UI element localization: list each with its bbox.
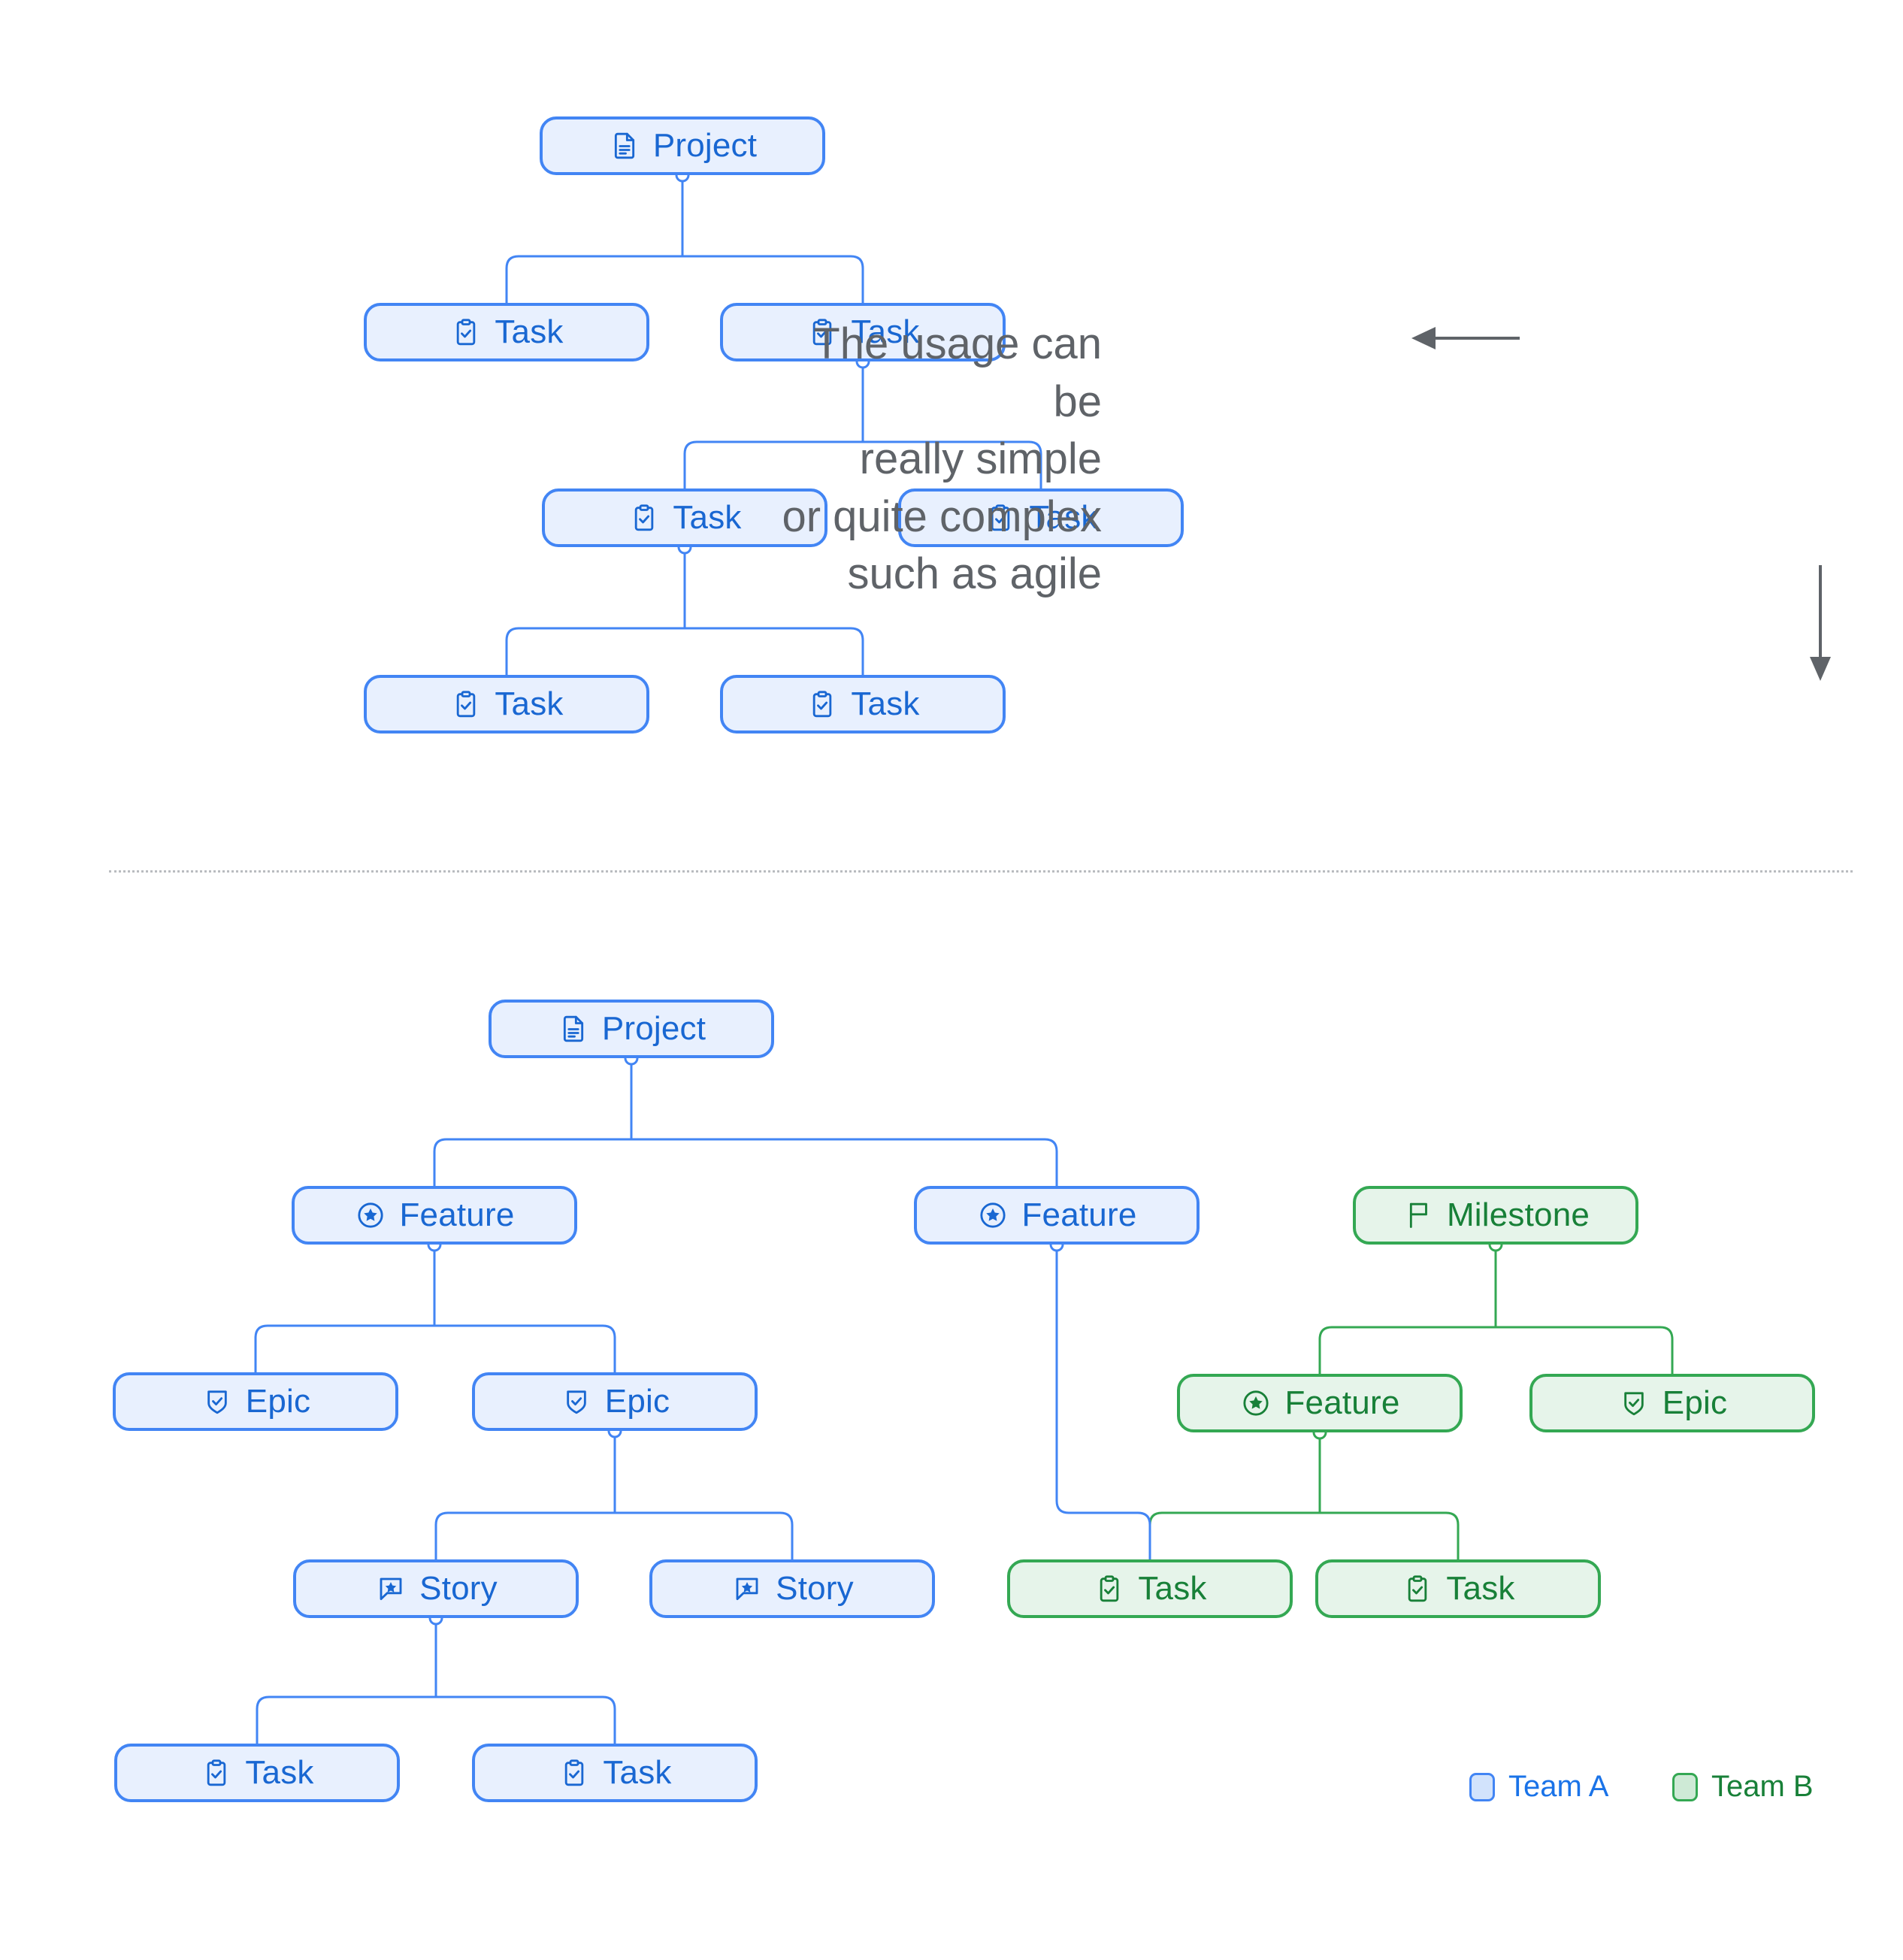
node-label: Task	[1138, 1570, 1207, 1607]
node-label: Task	[1029, 499, 1098, 536]
arrow-down-icon	[1810, 565, 1831, 681]
feature-icon	[976, 1199, 1009, 1232]
feature-icon	[1239, 1387, 1272, 1420]
node-feature[interactable]: Feature	[914, 1186, 1200, 1245]
epic-icon	[201, 1385, 234, 1418]
story-icon	[731, 1572, 764, 1605]
task-icon	[806, 316, 839, 349]
node-task[interactable]: Task	[720, 303, 1006, 361]
node-label: Milestone	[1446, 1196, 1590, 1233]
node-label: Task	[851, 313, 920, 350]
annotation-text: The usage can be really simple or quite …	[771, 316, 1102, 603]
node-label: Epic	[1662, 1384, 1728, 1421]
node-task[interactable]: Task	[472, 1744, 758, 1802]
annotation-line: such as agile	[847, 549, 1102, 599]
square-swatch-icon	[1469, 1772, 1495, 1801]
node-epic[interactable]: Epic	[113, 1372, 398, 1431]
arrow-left-icon	[1411, 327, 1520, 349]
task-icon	[449, 316, 483, 349]
node-label: Project	[601, 1010, 706, 1047]
legend-item-team-a: Team A	[1469, 1770, 1608, 1804]
node-task[interactable]: Task	[364, 303, 649, 361]
task-icon	[1401, 1572, 1434, 1605]
node-feature[interactable]: Feature	[292, 1186, 577, 1245]
feature-icon	[354, 1199, 387, 1232]
task-icon	[449, 688, 483, 721]
node-label: Feature	[1284, 1384, 1400, 1421]
node-epic[interactable]: Epic	[1529, 1374, 1815, 1432]
node-label: Story	[776, 1570, 854, 1607]
node-label: Feature	[399, 1196, 515, 1233]
node-label: Project	[652, 127, 758, 164]
node-story[interactable]: Story	[293, 1559, 579, 1618]
task-icon	[1093, 1572, 1126, 1605]
node-label: Story	[419, 1570, 498, 1607]
node-task[interactable]: Task	[1007, 1559, 1293, 1618]
node-task[interactable]: Task	[364, 675, 649, 733]
node-label: Epic	[245, 1383, 311, 1420]
annotation-line: really simple	[859, 434, 1102, 484]
node-project[interactable]: Project	[540, 116, 825, 175]
legend-item-team-b: Team B	[1672, 1770, 1814, 1804]
node-task[interactable]: Task	[114, 1744, 400, 1802]
node-label: Task	[1446, 1570, 1515, 1607]
annotation-line: The usage can be	[813, 319, 1102, 426]
task-icon	[200, 1756, 233, 1789]
story-icon	[374, 1572, 407, 1605]
epic-icon	[1617, 1387, 1650, 1420]
document-icon	[608, 129, 641, 162]
node-milestone[interactable]: Milestone	[1353, 1186, 1638, 1245]
node-label: Task	[851, 685, 920, 722]
node-label: Task	[603, 1754, 672, 1791]
square-swatch-icon	[1672, 1772, 1698, 1801]
annotation-line: or quite complex	[782, 492, 1102, 541]
node-task[interactable]: Task	[898, 488, 1184, 547]
legend-label: Team A	[1508, 1770, 1609, 1803]
node-label: Epic	[604, 1383, 670, 1420]
task-icon	[806, 688, 839, 721]
node-label: Task	[245, 1754, 314, 1791]
section-divider	[109, 870, 1853, 873]
epic-icon	[560, 1385, 593, 1418]
node-label: Task	[495, 685, 564, 722]
node-task[interactable]: Task	[1315, 1559, 1601, 1618]
node-story[interactable]: Story	[649, 1559, 935, 1618]
node-project[interactable]: Project	[489, 1000, 774, 1058]
task-icon	[984, 501, 1017, 534]
node-label: Feature	[1021, 1196, 1137, 1233]
node-task[interactable]: Task	[542, 488, 827, 547]
milestone-icon	[1402, 1199, 1435, 1232]
node-epic[interactable]: Epic	[472, 1372, 758, 1431]
task-icon	[558, 1756, 591, 1789]
node-task[interactable]: Task	[720, 675, 1006, 733]
node-feature[interactable]: Feature	[1177, 1374, 1463, 1432]
node-label: Task	[673, 499, 742, 536]
document-icon	[557, 1012, 590, 1045]
node-label: Task	[495, 313, 564, 350]
legend-label: Team B	[1711, 1770, 1814, 1803]
task-icon	[628, 501, 661, 534]
